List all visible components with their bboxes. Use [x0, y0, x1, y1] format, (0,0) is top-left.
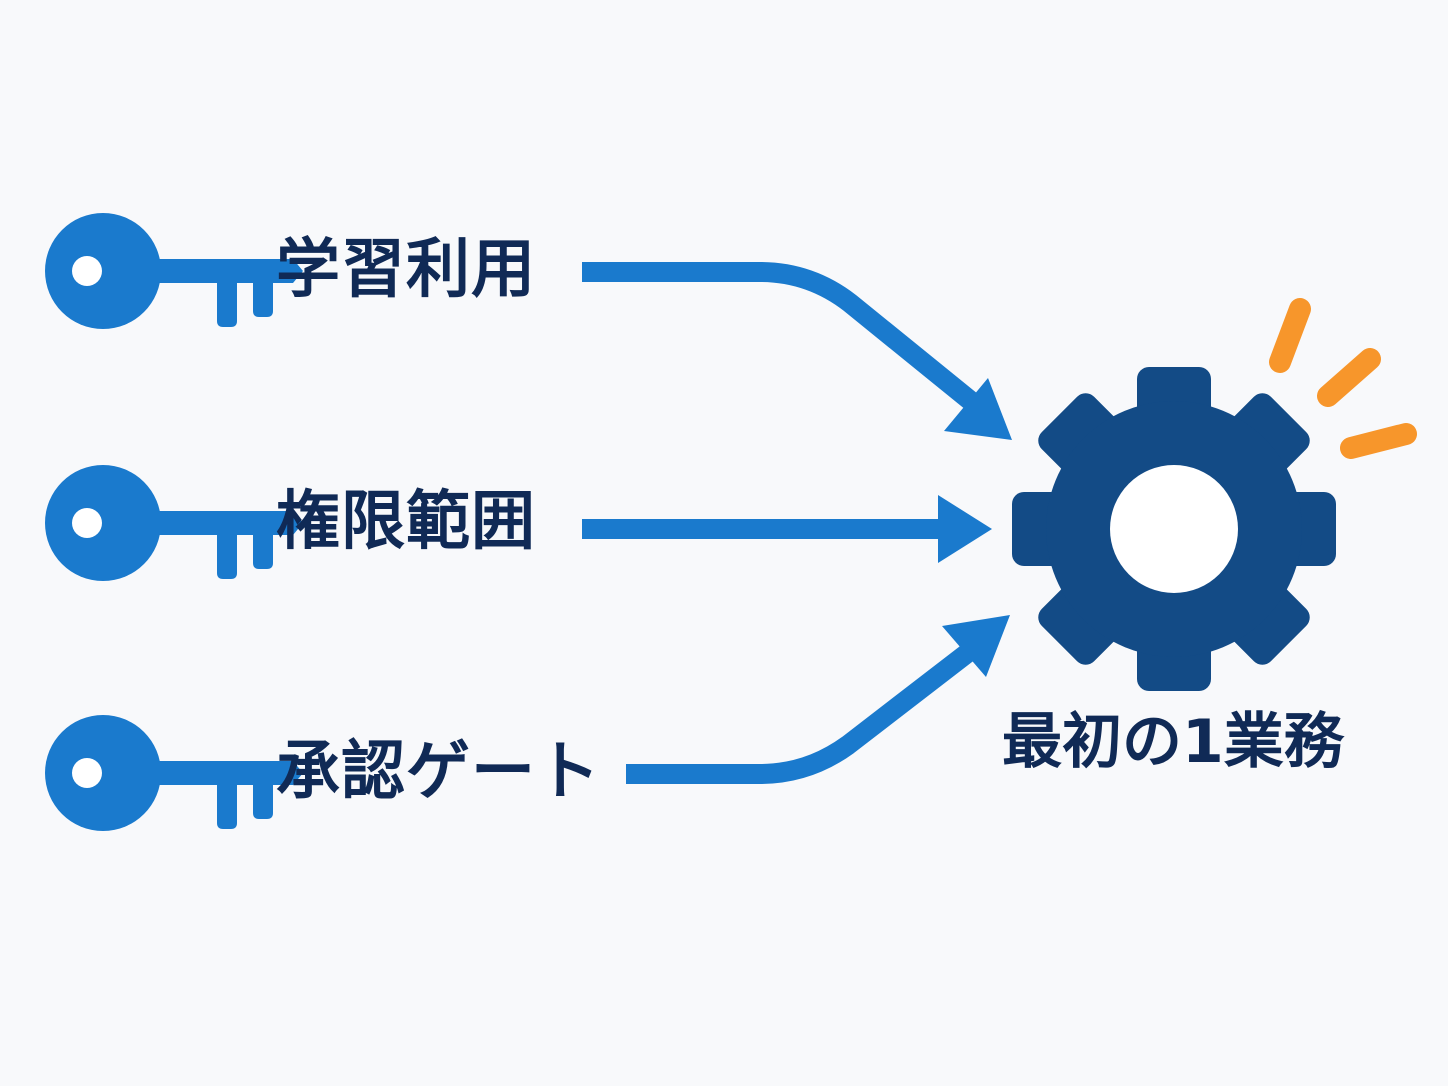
output-label: 最初の1業務: [1002, 707, 1344, 777]
input-label-1: 学習利用: [276, 233, 536, 307]
key-icon-3: [45, 715, 303, 831]
gear-icon: [1012, 367, 1336, 691]
arrow-1: [582, 262, 1012, 440]
key-icon-2: [45, 465, 303, 581]
input-label-3: 承認ゲート: [276, 735, 601, 809]
key-icon-1: [45, 213, 303, 329]
arrow-2: [582, 495, 992, 563]
spark-lines-icon: [1269, 298, 1417, 459]
arrow-3: [626, 615, 1010, 784]
input-label-2: 権限範囲: [276, 485, 536, 559]
